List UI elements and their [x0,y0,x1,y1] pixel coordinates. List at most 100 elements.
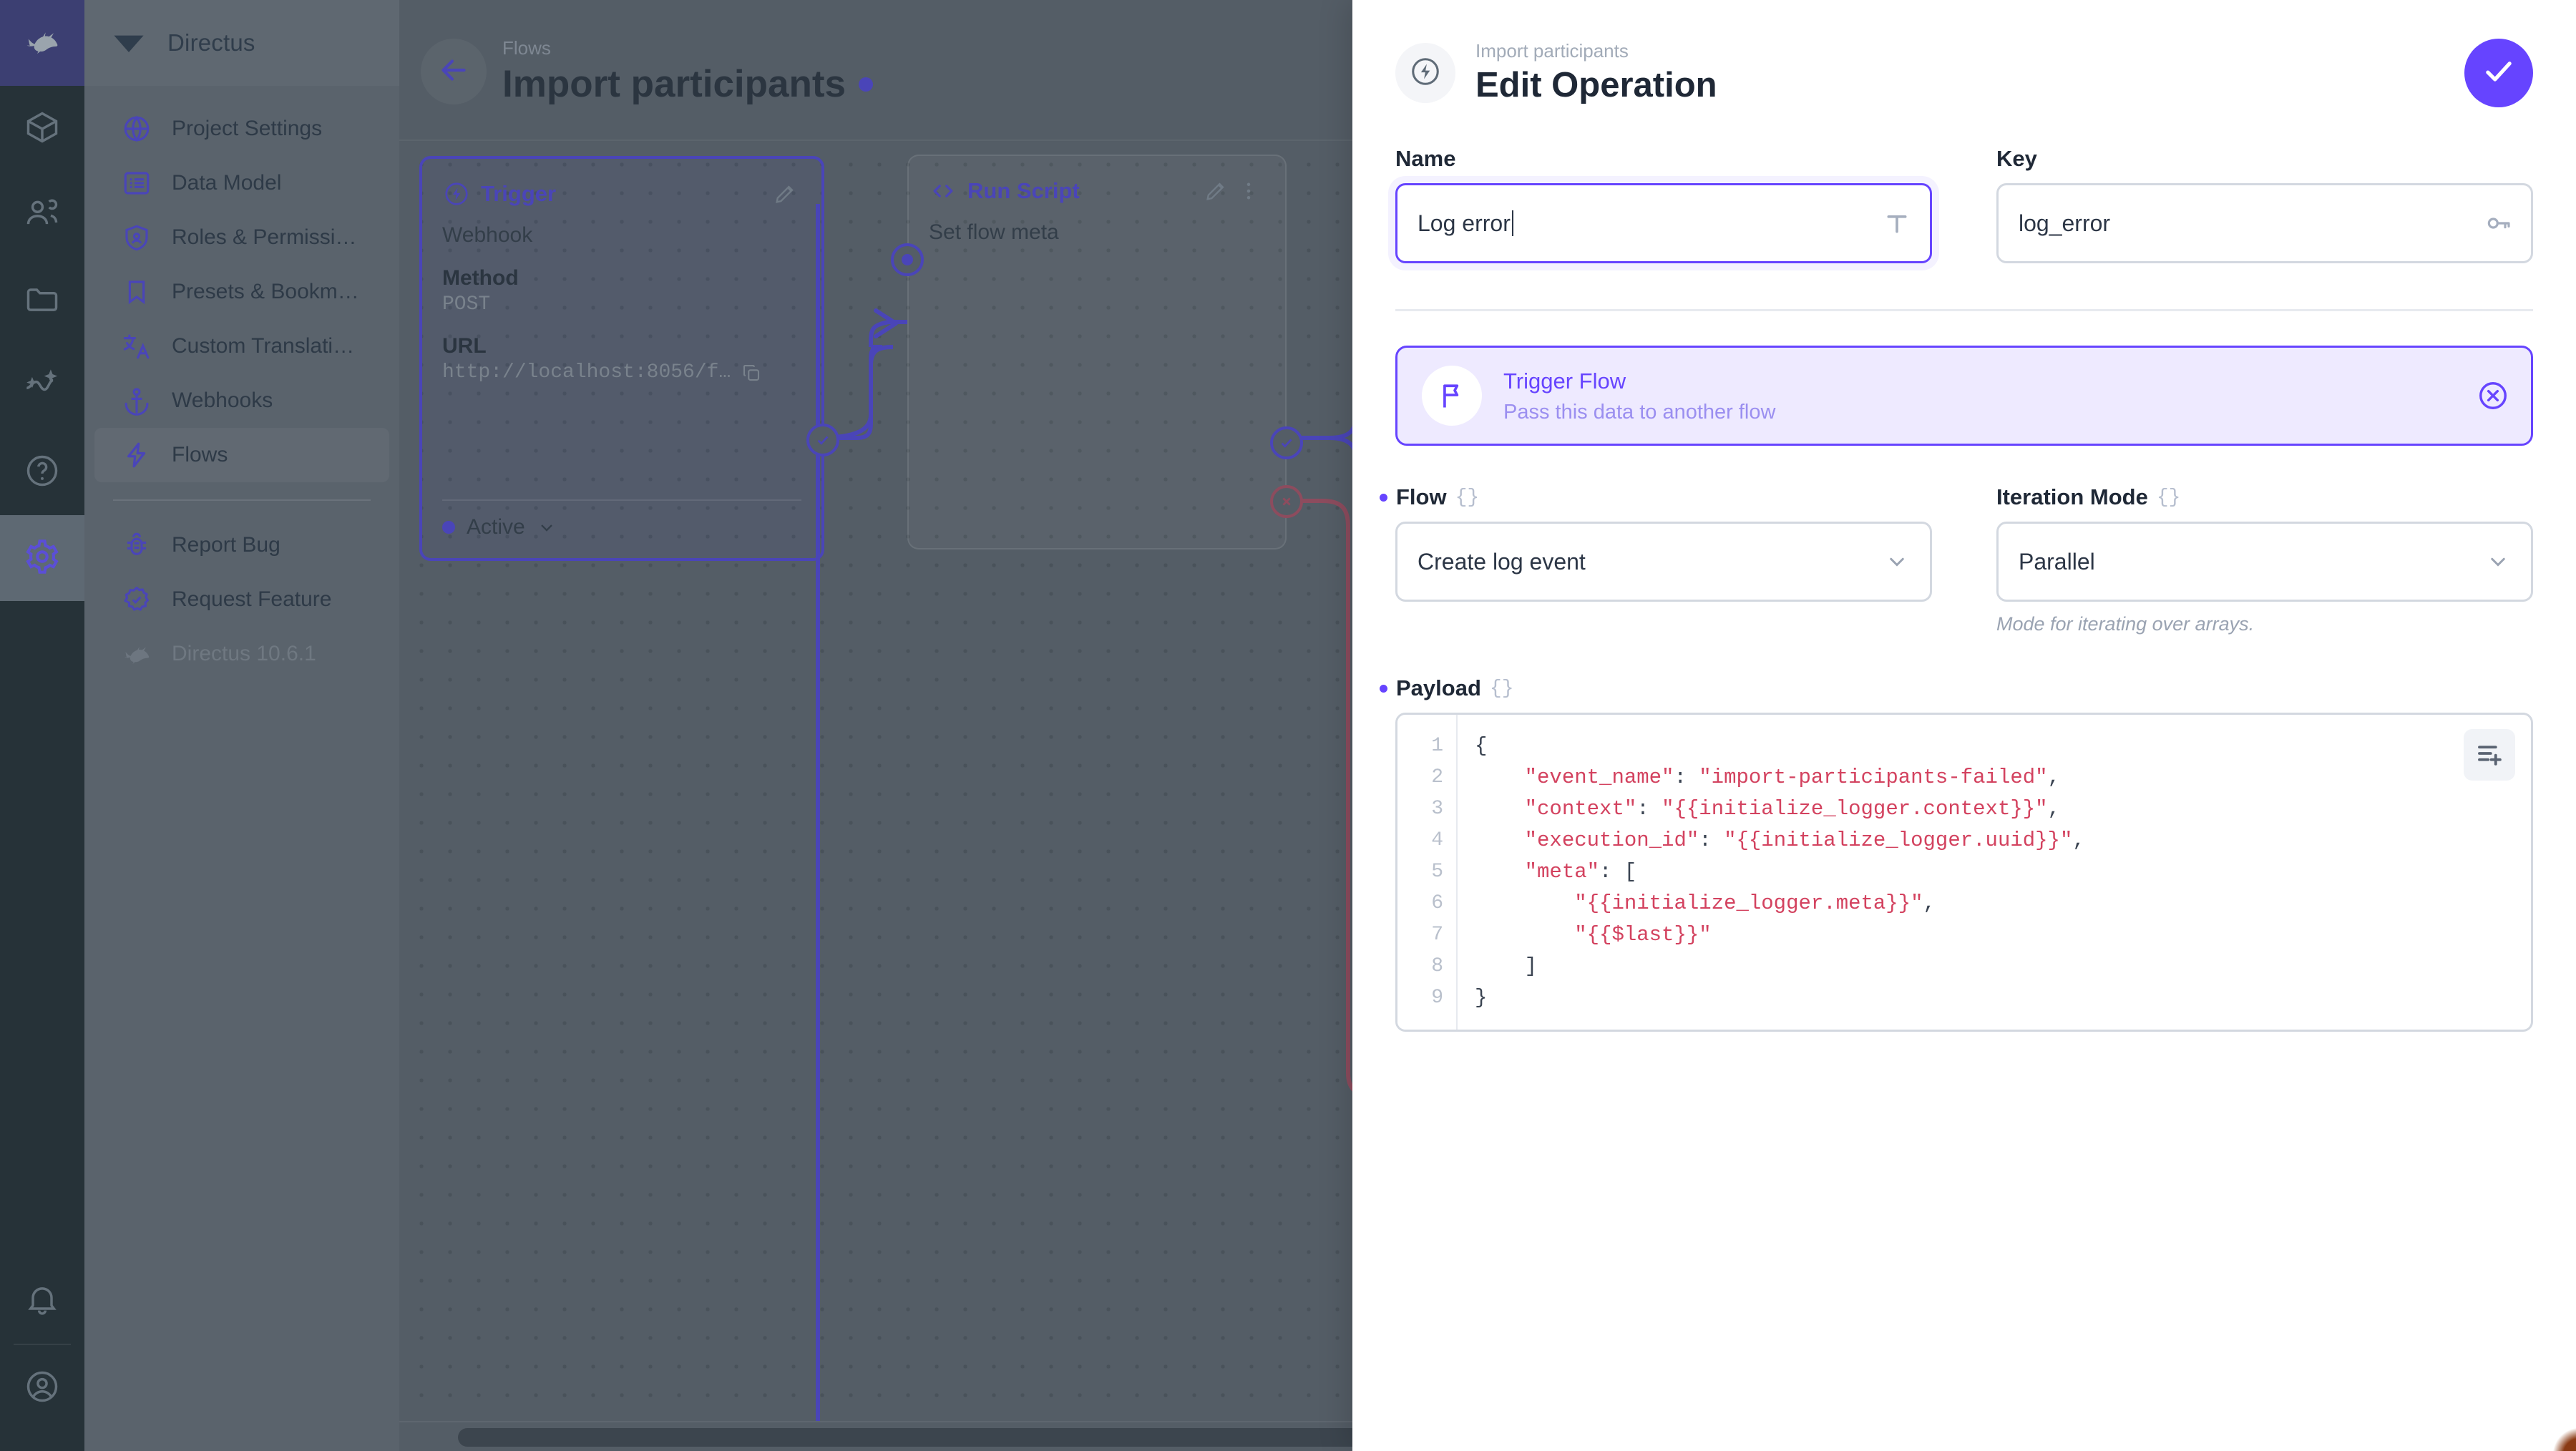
page-title-text: Import participants [502,63,847,106]
verified-icon [120,583,153,616]
operation-type-subtitle: Pass this data to another flow [1503,400,1776,424]
name-field-label: Name [1395,146,1456,171]
text-format-icon [1883,209,1911,238]
sidebar-divider [113,499,371,501]
sidebar-item-label: Flows [172,443,228,466]
translate-icon [120,330,153,363]
sidebar-version-label: Directus 10.6.1 [172,642,316,665]
name-key-row: Name Log error Key log_error [1395,146,2533,263]
key-input[interactable]: log_error [1996,183,2533,263]
sidebar-item-report-bug[interactable]: Report Bug [94,518,389,572]
node-output-port-resolve[interactable] [806,424,839,456]
sidebar-item-presets-bookmarks[interactable]: Presets & Bookmar... [94,265,389,319]
node-trigger[interactable]: Trigger Webhook Method POST URL http://l… [419,156,839,561]
flow-select[interactable]: Create log event [1395,522,1932,602]
module-bar [0,0,84,1451]
back-button[interactable] [421,39,487,104]
operation-type-card[interactable]: Trigger Flow Pass this data to another f… [1395,346,2533,446]
save-button[interactable] [2464,39,2533,107]
flag-icon [1422,366,1482,426]
flow-select-value: Create log event [1418,548,1586,575]
drawer-body: Name Log error Key log_error [1352,120,2576,1032]
gear-icon [24,538,61,579]
node-field-value: POST [442,293,491,316]
operation-type-title: Trigger Flow [1503,368,1626,394]
iteration-field-label: Iteration Mode {} [1996,484,2533,510]
bug-report-icon [120,529,153,562]
bolt-circle-icon [442,180,471,208]
name-input[interactable]: Log error [1395,183,1932,263]
node-output-port-resolve[interactable] [1270,426,1303,459]
node-status-row[interactable]: Active [442,499,801,539]
iteration-select[interactable]: Parallel [1996,522,2533,602]
sidebar-item-label: Roles & Permissions [172,225,364,249]
module-item-insights[interactable] [0,343,84,429]
sidebar-brand-label: Directus [167,29,255,56]
sidebar-item-request-feature[interactable]: Request Feature [94,572,389,627]
node-subtitle: Set flow meta [929,220,1059,244]
sidebar-item-custom-translations[interactable]: Custom Translations [94,319,389,373]
directus-logo-button[interactable] [0,0,84,86]
chevron-down-icon [2485,549,2511,575]
directus-rabbit-small-icon [120,637,153,670]
bolt-circle-icon [1409,55,1442,92]
module-item-help[interactable] [0,429,84,515]
module-item-notifications[interactable] [0,1258,84,1344]
sidebar-brand[interactable]: Directus [84,0,399,86]
drawer-eyebrow: Import participants [1475,40,1629,62]
sidebar-nav-list: Project Settings Data Model Roles & Perm… [84,86,399,681]
page-title: Import participants [502,62,874,106]
sidebar-item-label: Custom Translations [172,334,364,358]
node-output-port-reject[interactable] [1270,485,1303,518]
insert-variable-button[interactable] [2464,729,2515,781]
bell-icon [24,1281,61,1321]
sidebar-item-webhooks[interactable]: Webhooks [94,373,389,428]
pencil-icon[interactable] [769,177,801,210]
braces-icon: {} [2156,486,2181,509]
canvas-header: Flows Import participants [399,0,2576,143]
module-item-settings[interactable] [0,515,84,601]
anchor-icon [120,384,153,417]
node-field-label: URL [442,334,487,358]
list-alt-icon [120,167,153,200]
copy-icon[interactable] [741,362,762,383]
sidebar-item-flows[interactable]: Flows [94,428,389,482]
drawer-title: Edit Operation [1475,65,1717,104]
chevron-down-icon [537,517,557,537]
insights-icon [24,366,61,407]
sidebar-item-label: Report Bug [172,533,280,557]
sidebar-item-label: Data Model [172,171,282,195]
users-icon [24,195,61,235]
sidebar-item-roles-permissions[interactable]: Roles & Permissions [94,210,389,265]
scrollbar-thumb[interactable] [458,1428,1490,1447]
module-item-account[interactable] [0,1345,84,1431]
module-item-content[interactable] [0,86,84,172]
flow-iteration-row: Flow {} Create log event Iteration Mode … [1395,484,2533,635]
node-subtitle: Webhook [442,223,533,247]
editor-code-content[interactable]: { "event_name": "import-participants-fai… [1475,734,2085,1010]
drawer-header-icon [1395,43,1455,103]
module-item-file-library[interactable] [0,258,84,343]
pencil-icon[interactable] [1199,175,1232,207]
node-run-script-set-flow-meta[interactable]: Run Script Set flow meta [891,155,1303,549]
flow-field-label: Flow {} [1395,484,1932,510]
sidebar-item-data-model[interactable]: Data Model [94,156,389,210]
sidebar-item-project-settings[interactable]: Project Settings [94,102,389,156]
more-vertical-icon[interactable] [1232,175,1265,207]
public-icon [120,112,153,145]
module-item-user-directory[interactable] [0,172,84,258]
box-icon [24,109,61,150]
name-field-group: Name Log error [1395,146,1932,263]
breadcrumb[interactable]: Flows [502,36,551,59]
flow-field-group: Flow {} Create log event [1395,484,1932,635]
sidebar-version: Directus 10.6.1 [94,627,389,681]
node-header: Run Script [909,156,1285,207]
drawer-title-block: Import participants Edit Operation [1475,39,2464,106]
key-field-group: Key log_error [1996,146,2533,263]
node-input-port[interactable] [891,243,924,276]
module-divider [14,1344,71,1345]
close-circle-icon[interactable] [2477,379,2509,412]
iteration-select-value: Parallel [2019,548,2095,575]
